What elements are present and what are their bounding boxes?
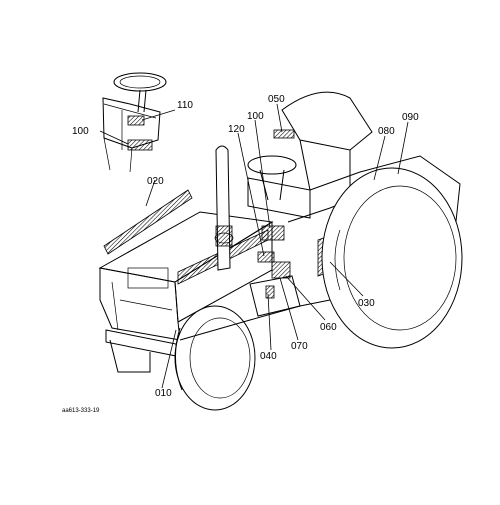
rear-wheel xyxy=(321,167,463,349)
callout-060: 060 xyxy=(320,322,337,333)
decal-110-inset xyxy=(127,115,145,126)
callout-120: 120 xyxy=(228,124,245,135)
exhaust-stack xyxy=(215,145,231,271)
callout-070: 070 xyxy=(291,341,308,352)
tractor-body xyxy=(98,91,463,411)
steering-wheel xyxy=(247,155,297,175)
callout-010: 010 xyxy=(155,388,172,399)
decal-020 xyxy=(103,189,193,255)
callout-100-main: 100 xyxy=(247,111,264,122)
drawing-code: aa613-333-19 xyxy=(62,408,100,414)
callout-110: 110 xyxy=(177,100,193,111)
inset-steering-detail xyxy=(102,72,167,173)
decal-050 xyxy=(273,129,295,139)
leader-lines xyxy=(99,103,409,389)
callout-labels: 100 110 020 050 100 120 080 090 030 060 … xyxy=(62,94,419,414)
decal-070 xyxy=(271,261,291,279)
operator-seat xyxy=(281,91,373,151)
decal-100-inset xyxy=(127,139,153,151)
callout-020: 020 xyxy=(147,176,164,187)
callout-040: 040 xyxy=(260,351,277,362)
callout-030: 030 xyxy=(358,298,375,309)
decal-040 xyxy=(265,285,275,299)
callout-050: 050 xyxy=(268,94,285,105)
callout-090: 090 xyxy=(402,112,419,123)
callout-080: 080 xyxy=(378,126,395,137)
callout-100-inset: 100 xyxy=(72,126,89,137)
headlight-left xyxy=(127,267,169,289)
decal-100-main xyxy=(261,225,285,241)
